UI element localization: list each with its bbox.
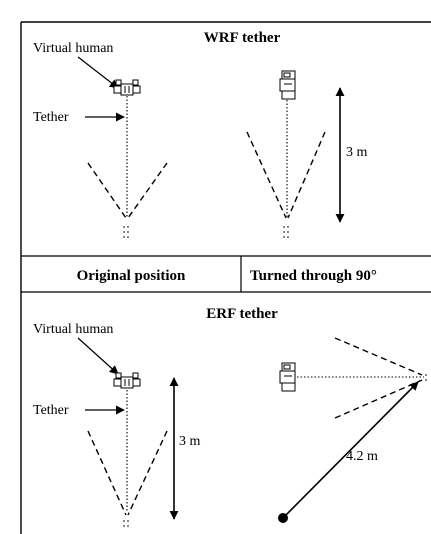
erf-panel-title: ERF tether: [206, 306, 278, 322]
top-tether-label: Tether: [33, 110, 69, 125]
bottom-tether-label: Tether: [33, 403, 69, 418]
bottom-right-view-cone: [334, 337, 423, 419]
bottom-distance-label: 3 m: [179, 434, 201, 449]
bottom-diagonal-distance-arrow: [283, 381, 419, 518]
bottom-diagonal-distance-label: 4.2 m: [346, 449, 378, 464]
bottom-virtual-human-pointer-arrow: [77, 337, 119, 375]
top-virtual-human-label: Virtual human: [33, 41, 113, 56]
caption-turned-through-90: Turned through 90°: [250, 268, 377, 284]
top-right-virtual-human-figure: [279, 70, 296, 100]
top-left-view-cone: [87, 162, 168, 219]
bottom-virtual-human-label: Virtual human: [33, 322, 113, 337]
bottom-right-viewer-marker: [425, 374, 427, 381]
bottom-left-viewer-marker: [123, 520, 129, 527]
bottom-diagonal-start-dot: [278, 513, 288, 523]
top-right-viewer-marker: [283, 226, 289, 238]
bottom-left-virtual-human-figure: [113, 372, 141, 389]
top-left-viewer-marker: [123, 226, 129, 238]
bottom-right-virtual-human-figure: [279, 362, 296, 392]
bottom-left-view-cone: [87, 430, 168, 516]
top-distance-label: 3 m: [346, 145, 368, 160]
figure-frame: [20, 21, 431, 534]
top-left-virtual-human-figure: [113, 79, 141, 96]
top-virtual-human-pointer-arrow: [77, 56, 119, 89]
top-right-view-cone: [246, 131, 326, 219]
caption-original-position: Original position: [77, 268, 186, 284]
wrf-panel-title: WRF tether: [204, 30, 281, 46]
